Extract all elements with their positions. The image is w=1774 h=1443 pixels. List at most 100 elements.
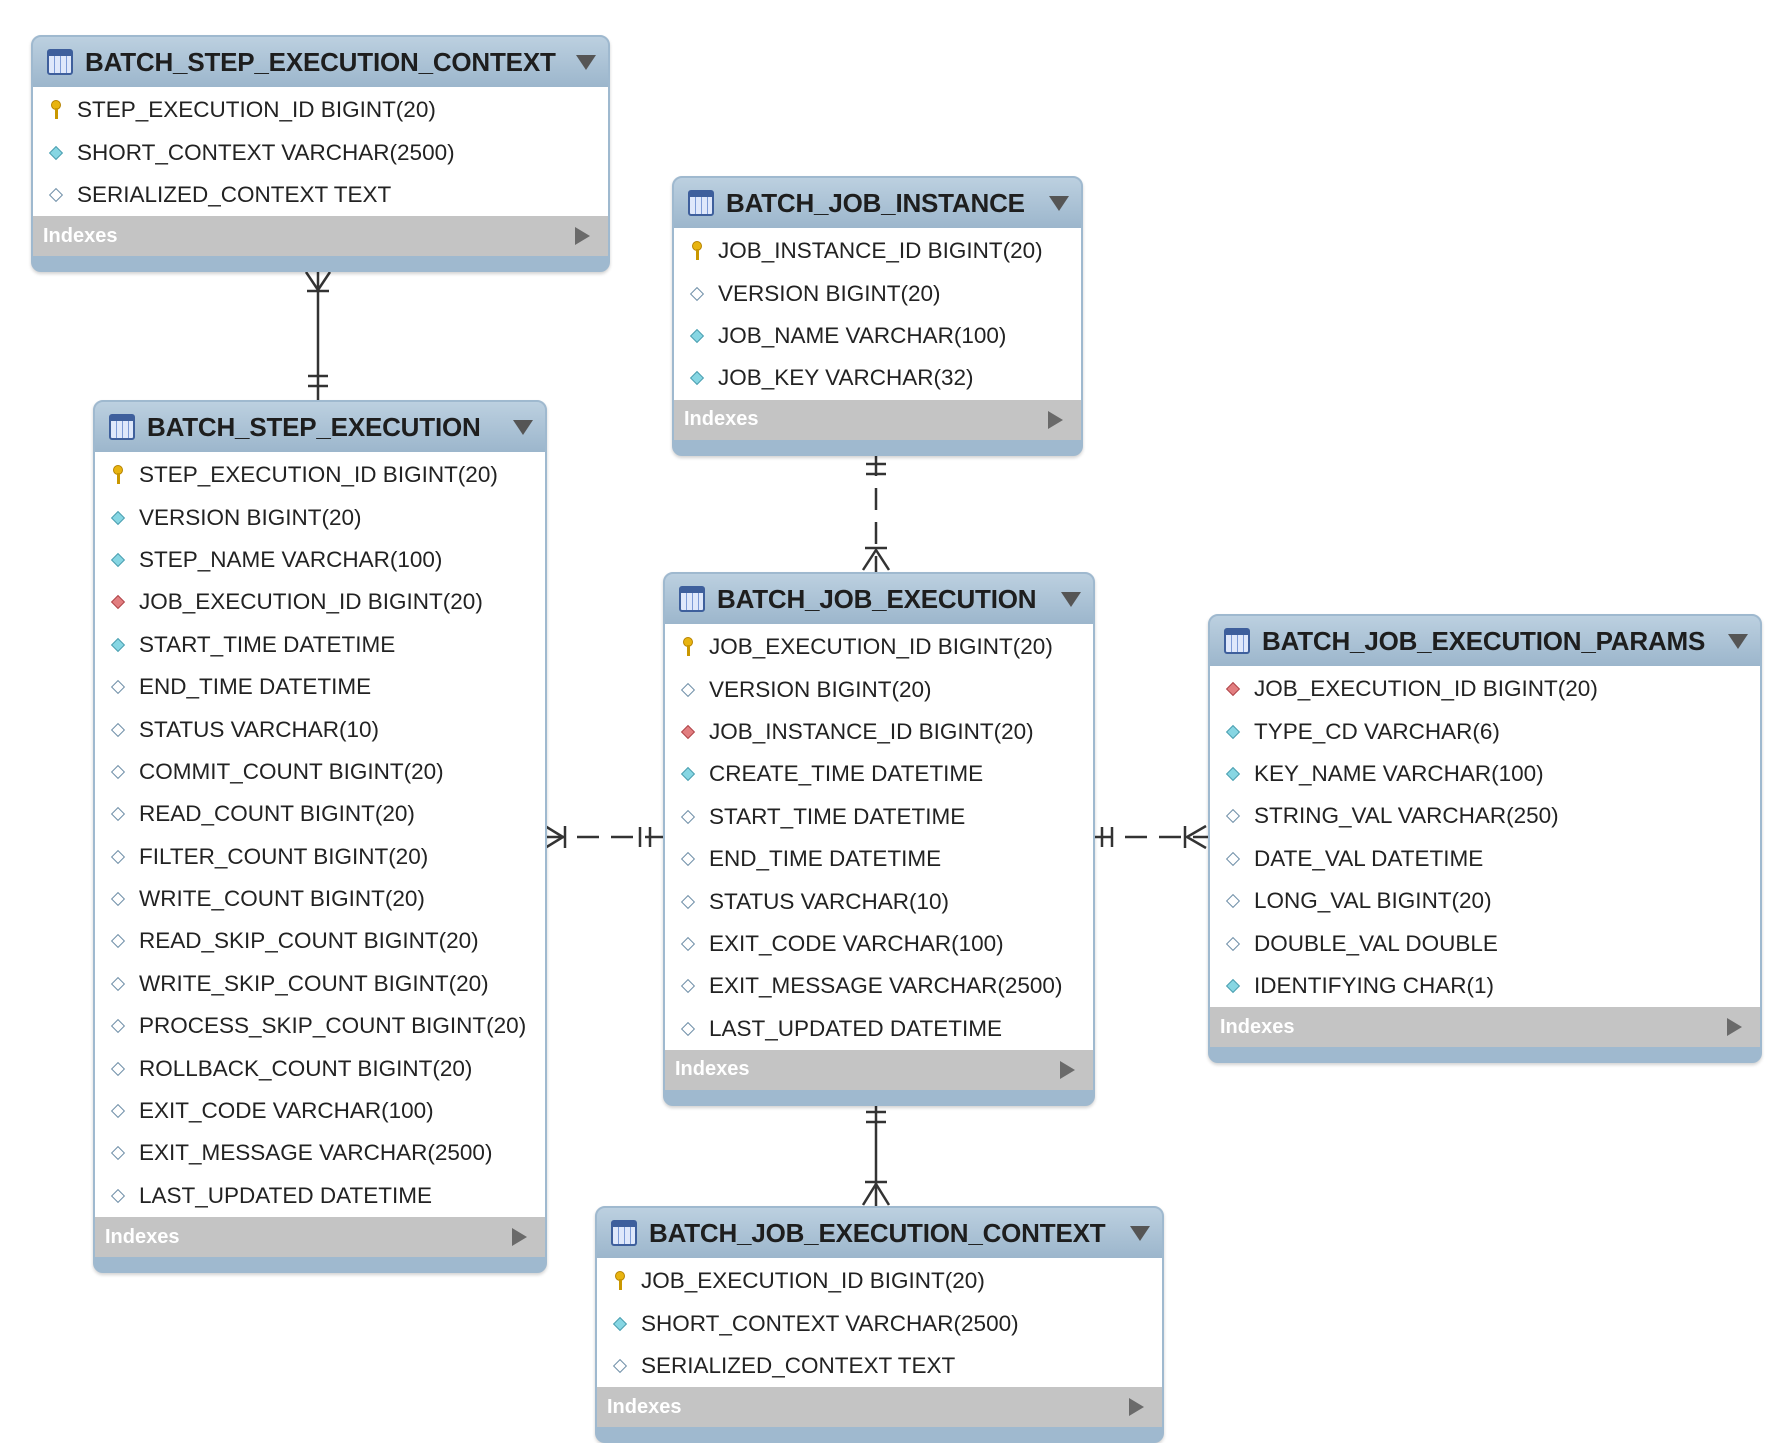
column-row[interactable]: START_TIME DATETIME [665, 796, 1093, 838]
expand-arrow-icon[interactable] [575, 227, 590, 246]
column-row[interactable]: JOB_NAME VARCHAR(100) [674, 315, 1081, 357]
column-row[interactable]: LONG_VAL BIGINT(20) [1210, 880, 1760, 922]
column-type-marker [110, 722, 126, 737]
column-row[interactable]: CREATE_TIME DATETIME [665, 753, 1093, 795]
column-type-marker [113, 465, 123, 485]
column-row[interactable]: JOB_KEY VARCHAR(32) [674, 357, 1081, 399]
column-row[interactable]: STEP_EXECUTION_ID BIGINT(20) [33, 89, 608, 131]
column-row[interactable]: SERIALIZED_CONTEXT TEXT [597, 1345, 1162, 1387]
indexes-section[interactable]: Indexes [674, 399, 1081, 440]
column-row[interactable]: VERSION BIGINT(20) [674, 272, 1081, 314]
column-row[interactable]: PROCESS_SKIP_COUNT BIGINT(20) [95, 1005, 545, 1047]
table-header[interactable]: BATCH_STEP_EXECUTION [95, 402, 545, 452]
column-type-marker [692, 241, 702, 261]
column-row[interactable]: STATUS VARCHAR(10) [665, 880, 1093, 922]
nullable-column-diamond-icon [1222, 933, 1244, 955]
column-row[interactable]: LAST_UPDATED DATETIME [95, 1175, 545, 1217]
column-row[interactable]: JOB_EXECUTION_ID BIGINT(20) [1210, 668, 1760, 710]
indexes-section[interactable]: Indexes [1210, 1007, 1760, 1048]
column-row[interactable]: STATUS VARCHAR(10) [95, 708, 545, 750]
collapse-caret-icon[interactable] [1130, 1225, 1150, 1241]
column-row[interactable]: END_TIME DATETIME [95, 666, 545, 708]
table-batch-job-execution[interactable]: BATCH_JOB_EXECUTION JOB_EXECUTION_ID BIG… [663, 572, 1095, 1106]
column-row[interactable]: EXIT_CODE VARCHAR(100) [665, 923, 1093, 965]
expand-arrow-icon[interactable] [1060, 1060, 1075, 1079]
column-row[interactable]: LAST_UPDATED DATETIME [665, 1008, 1093, 1050]
column-row[interactable]: DATE_VAL DATETIME [1210, 838, 1760, 880]
column-row[interactable]: SERIALIZED_CONTEXT TEXT [33, 174, 608, 216]
column-row[interactable]: EXIT_CODE VARCHAR(100) [95, 1090, 545, 1132]
table-batch-job-execution-context[interactable]: BATCH_JOB_EXECUTION_CONTEXT JOB_EXECUTIO… [595, 1206, 1164, 1443]
table-batch-step-execution-context[interactable]: BATCH_STEP_EXECUTION_CONTEXT STEP_EXECUT… [31, 35, 610, 273]
indexes-section[interactable]: Indexes [665, 1049, 1093, 1090]
expand-arrow-icon[interactable] [1727, 1018, 1742, 1037]
column-text: STRING_VAL VARCHAR(250) [1254, 803, 1559, 829]
column-row[interactable]: STRING_VAL VARCHAR(250) [1210, 795, 1760, 837]
column-list: STEP_EXECUTION_ID BIGINT(20)VERSION BIGI… [95, 452, 545, 1218]
column-type-marker [110, 934, 126, 949]
table-batch-step-execution[interactable]: BATCH_STEP_EXECUTION STEP_EXECUTION_ID B… [93, 400, 547, 1274]
column-row[interactable]: SHORT_CONTEXT VARCHAR(2500) [33, 131, 608, 173]
not-null-column-diamond-icon [107, 507, 129, 529]
column-row[interactable]: JOB_EXECUTION_ID BIGINT(20) [597, 1260, 1162, 1302]
table-header[interactable]: BATCH_JOB_EXECUTION_CONTEXT [597, 1208, 1162, 1258]
column-row[interactable]: READ_SKIP_COUNT BIGINT(20) [95, 920, 545, 962]
column-text: EXIT_MESSAGE VARCHAR(2500) [139, 1140, 493, 1166]
column-row[interactable]: COMMIT_COUNT BIGINT(20) [95, 751, 545, 793]
column-row[interactable]: KEY_NAME VARCHAR(100) [1210, 753, 1760, 795]
column-type-marker [110, 976, 126, 991]
nullable-column-diamond-icon [677, 806, 699, 828]
table-header[interactable]: BATCH_STEP_EXECUTION_CONTEXT [33, 37, 608, 87]
column-row[interactable]: DOUBLE_VAL DOUBLE [1210, 922, 1760, 964]
column-row[interactable]: JOB_INSTANCE_ID BIGINT(20) [674, 230, 1081, 272]
column-row[interactable]: STEP_NAME VARCHAR(100) [95, 539, 545, 581]
collapse-caret-icon[interactable] [513, 419, 533, 435]
column-row[interactable]: END_TIME DATETIME [665, 838, 1093, 880]
not-null-column-diamond-icon [45, 142, 67, 164]
indexes-section[interactable]: Indexes [95, 1217, 545, 1258]
expand-arrow-icon[interactable] [1048, 410, 1063, 429]
indexes-section[interactable]: Indexes [33, 216, 608, 257]
table-header[interactable]: BATCH_JOB_INSTANCE [674, 178, 1081, 228]
column-row[interactable]: FILTER_COUNT BIGINT(20) [95, 836, 545, 878]
column-row[interactable]: STEP_EXECUTION_ID BIGINT(20) [95, 454, 545, 496]
table-header[interactable]: BATCH_JOB_EXECUTION_PARAMS [1210, 616, 1760, 666]
column-row[interactable]: WRITE_SKIP_COUNT BIGINT(20) [95, 963, 545, 1005]
collapse-caret-icon[interactable] [1728, 633, 1748, 649]
column-row[interactable]: JOB_INSTANCE_ID BIGINT(20) [665, 711, 1093, 753]
column-row[interactable]: JOB_EXECUTION_ID BIGINT(20) [665, 626, 1093, 668]
table-title: BATCH_STEP_EXECUTION_CONTEXT [85, 46, 556, 77]
column-row[interactable]: JOB_EXECUTION_ID BIGINT(20) [95, 581, 545, 623]
column-row[interactable]: WRITE_COUNT BIGINT(20) [95, 878, 545, 920]
column-row[interactable]: START_TIME DATETIME [95, 624, 545, 666]
column-row[interactable]: READ_COUNT BIGINT(20) [95, 793, 545, 835]
column-text: DATE_VAL DATETIME [1254, 845, 1484, 871]
collapse-caret-icon[interactable] [576, 54, 596, 70]
column-text: FILTER_COUNT BIGINT(20) [139, 843, 429, 869]
rel-job-instance-job-execution [861, 454, 891, 572]
table-batch-job-execution-params[interactable]: BATCH_JOB_EXECUTION_PARAMS JOB_EXECUTION… [1208, 614, 1762, 1064]
column-row[interactable]: TYPE_CD VARCHAR(6) [1210, 710, 1760, 752]
collapse-caret-icon[interactable] [1049, 195, 1069, 211]
column-type-marker [110, 892, 126, 907]
nullable-column-diamond-icon [677, 848, 699, 870]
expand-arrow-icon[interactable] [1129, 1398, 1144, 1417]
column-type-marker [110, 1188, 126, 1203]
collapse-caret-icon[interactable] [1061, 591, 1081, 607]
column-row[interactable]: VERSION BIGINT(20) [665, 668, 1093, 710]
column-row[interactable]: ROLLBACK_COUNT BIGINT(20) [95, 1047, 545, 1089]
table-header[interactable]: BATCH_JOB_EXECUTION [665, 574, 1093, 624]
indexes-section[interactable]: Indexes [597, 1387, 1162, 1428]
not-null-column-diamond-icon [1222, 975, 1244, 997]
column-row[interactable]: EXIT_MESSAGE VARCHAR(2500) [665, 965, 1093, 1007]
table-title: BATCH_JOB_INSTANCE [726, 187, 1025, 218]
table-batch-job-instance[interactable]: BATCH_JOB_INSTANCE JOB_INSTANCE_ID BIGIN… [672, 176, 1083, 456]
column-type-marker [1225, 724, 1241, 739]
column-row[interactable]: SHORT_CONTEXT VARCHAR(2500) [597, 1302, 1162, 1344]
expand-arrow-icon[interactable] [512, 1228, 527, 1247]
column-row[interactable]: EXIT_MESSAGE VARCHAR(2500) [95, 1132, 545, 1174]
column-row[interactable]: VERSION BIGINT(20) [95, 496, 545, 538]
nullable-column-diamond-icon [677, 933, 699, 955]
column-row[interactable]: IDENTIFYING CHAR(1) [1210, 965, 1760, 1007]
column-text: TYPE_CD VARCHAR(6) [1254, 718, 1500, 744]
